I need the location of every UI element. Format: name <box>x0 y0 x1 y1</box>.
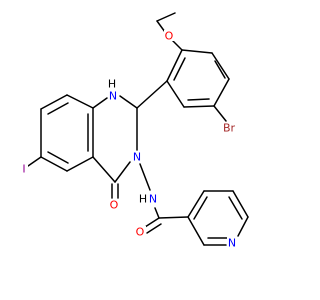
atom-n-pyridine: N <box>227 237 237 250</box>
bond <box>228 196 243 220</box>
bond <box>187 216 205 246</box>
bond <box>144 217 160 228</box>
bond <box>66 94 94 109</box>
atom-nh-hydrogen: H <box>107 78 117 91</box>
bond <box>27 156 42 167</box>
atom-symbol: I <box>22 163 25 176</box>
bond <box>214 60 226 79</box>
atom-nh-amide: N <box>148 193 158 206</box>
bond <box>171 39 183 51</box>
bond <box>136 80 168 109</box>
bond <box>187 98 210 101</box>
bond <box>146 223 162 234</box>
atom-symbol: H <box>108 78 116 91</box>
bond <box>166 49 183 82</box>
bond <box>181 49 213 54</box>
atom-o-amide: O <box>135 226 146 239</box>
bond <box>92 156 116 183</box>
atom-symbol: H <box>139 193 147 206</box>
atom-o-ether: O <box>164 30 175 43</box>
bond <box>213 78 230 107</box>
bond <box>47 151 69 164</box>
atom-symbol: N <box>109 90 117 103</box>
atom-labels: H N N N H N O O <box>21 30 238 250</box>
bond <box>66 156 94 172</box>
atom-symbol: N <box>149 193 157 206</box>
bond <box>47 102 69 115</box>
bond <box>187 190 205 218</box>
atom-symbol: N <box>228 237 236 250</box>
atom-n1: N <box>108 90 118 103</box>
atom-symbol: Br <box>223 122 236 135</box>
molecule-structure: H N N N H N O O <box>21 12 249 250</box>
bond <box>40 156 68 172</box>
bond <box>40 94 68 110</box>
bond <box>114 161 131 183</box>
atom-symbol: N <box>133 151 141 164</box>
bond <box>173 57 186 81</box>
atom-symbol: O <box>110 199 119 212</box>
atom-iodine: I <box>21 163 28 176</box>
atom-symbol: O <box>136 226 145 239</box>
bonds <box>27 12 249 246</box>
bond <box>166 80 185 108</box>
atom-bromine: Br <box>221 122 238 135</box>
bond <box>158 216 189 219</box>
bond <box>139 163 151 191</box>
bond <box>119 95 138 109</box>
atom-symbol: O <box>165 30 174 43</box>
bond <box>156 20 166 33</box>
bond <box>237 216 249 237</box>
bond <box>183 105 215 108</box>
bond <box>232 190 249 218</box>
bond <box>156 12 176 22</box>
atom-o-ketone: O <box>109 199 120 212</box>
atom-nh-amide-hydrogen: H <box>138 193 148 206</box>
bond <box>213 105 227 122</box>
atom-n3: N <box>132 151 142 164</box>
bond <box>193 196 208 220</box>
bond <box>154 207 160 219</box>
bond <box>211 52 230 80</box>
bond <box>92 97 108 109</box>
